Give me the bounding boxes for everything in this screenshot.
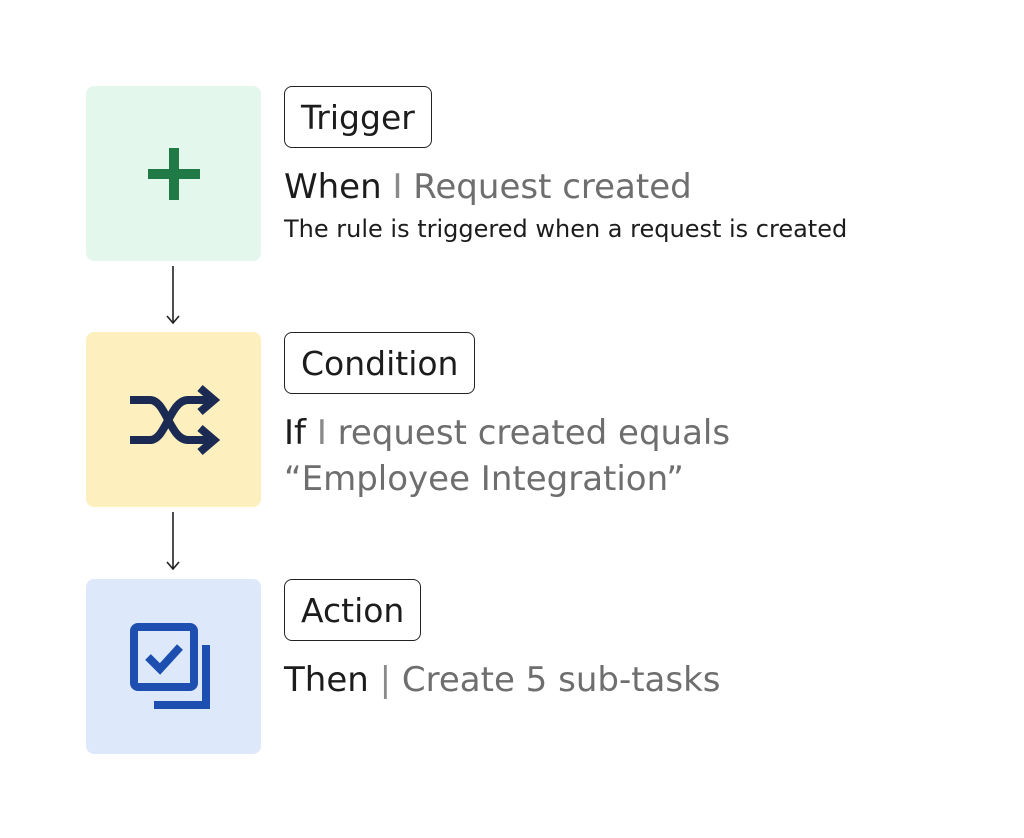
action-statement: Then | Create 5 sub-tasks — [284, 657, 721, 703]
trigger-step: Trigger When I Request created The rule … — [86, 86, 986, 261]
trigger-label: Trigger — [284, 86, 432, 148]
trigger-tile — [86, 86, 261, 261]
condition-tile — [86, 332, 261, 507]
action-label: Action — [284, 579, 422, 641]
action-step: Action Then | Create 5 sub-tasks — [86, 579, 986, 754]
action-keyword: Then — [284, 660, 369, 700]
action-tile — [86, 579, 261, 754]
down-arrow-icon — [166, 266, 180, 325]
trigger-description: The rule is triggered when a request is … — [284, 215, 848, 243]
trigger-separator: I — [392, 167, 403, 207]
condition-step: Condition If I request created equals “E… — [86, 332, 986, 507]
plus-icon — [147, 147, 200, 200]
checkbox-stack-icon — [129, 622, 210, 709]
condition-keyword: If — [284, 413, 306, 453]
condition-statement: If I request created equals — [284, 410, 730, 456]
condition-label: Condition — [284, 332, 476, 394]
action-value: Create 5 sub-tasks — [401, 660, 721, 700]
trigger-keyword: When — [284, 167, 382, 207]
shuffle-icon — [129, 384, 220, 455]
trigger-value: Request created — [413, 167, 692, 207]
condition-value-continued: “Employee Integration” — [284, 459, 684, 499]
condition-value: request created equals — [337, 413, 731, 453]
action-separator: | — [379, 660, 392, 700]
condition-separator: I — [316, 413, 327, 453]
trigger-statement: When I Request created — [284, 164, 692, 210]
down-arrow-icon — [166, 512, 180, 571]
